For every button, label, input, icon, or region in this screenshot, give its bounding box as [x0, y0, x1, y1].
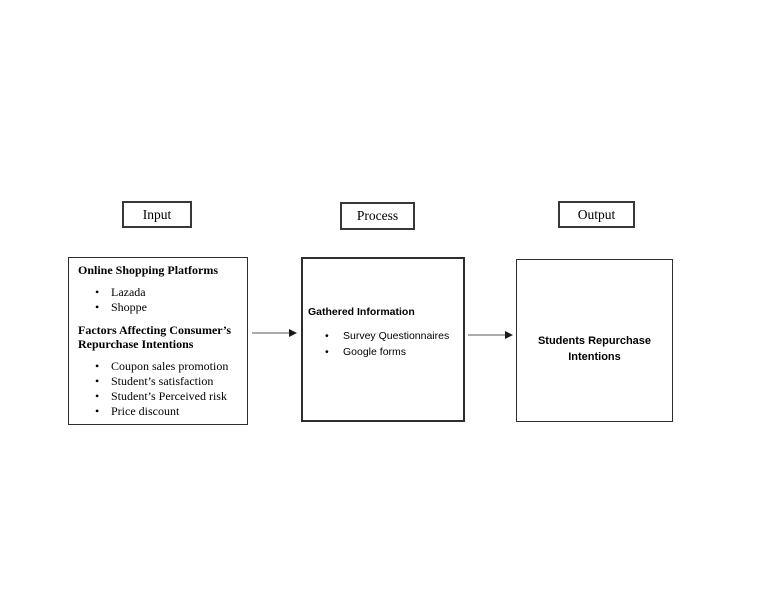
input-section-heading-platforms: Online Shopping Platforms	[78, 263, 219, 277]
list-item: Google forms	[308, 344, 458, 360]
list-item: Shoppe	[78, 300, 242, 315]
list-item: Price discount	[78, 404, 242, 419]
input-factors-list: Coupon sales promotion Student’s satisfa…	[78, 359, 242, 419]
input-header-label: Input	[142, 206, 172, 222]
output-box: Students Repurchase Intentions	[516, 259, 673, 422]
process-box: Gathered Information Survey Questionnair…	[301, 257, 465, 422]
arrow-process-to-output	[468, 331, 513, 339]
process-heading: Gathered Information	[308, 306, 415, 318]
output-text: Students Repurchase Intentions	[537, 335, 652, 363]
process-list: Survey Questionnaires Google forms	[308, 328, 458, 360]
arrow-input-to-process	[252, 329, 297, 337]
input-header-box: Input	[122, 201, 192, 228]
list-item: Student’s satisfaction	[78, 374, 242, 389]
process-header-label: Process	[356, 208, 399, 223]
arrow-head-icon	[505, 331, 513, 339]
list-item: Lazada	[78, 285, 242, 300]
input-section-heading-factors: Factors Affecting Consumer’s Repurchase …	[78, 322, 232, 352]
output-header-label: Output	[577, 206, 616, 222]
arrow-head-icon	[289, 329, 297, 337]
input-box: Online Shopping Platforms Lazada Shoppe …	[68, 257, 248, 425]
list-item: Coupon sales promotion	[78, 359, 242, 374]
list-item: Survey Questionnaires	[308, 328, 458, 344]
list-item: Student’s Perceived risk	[78, 389, 242, 404]
process-header-box: Process	[340, 202, 415, 230]
input-platforms-list: Lazada Shoppe	[78, 285, 242, 315]
output-header-box: Output	[558, 201, 635, 228]
